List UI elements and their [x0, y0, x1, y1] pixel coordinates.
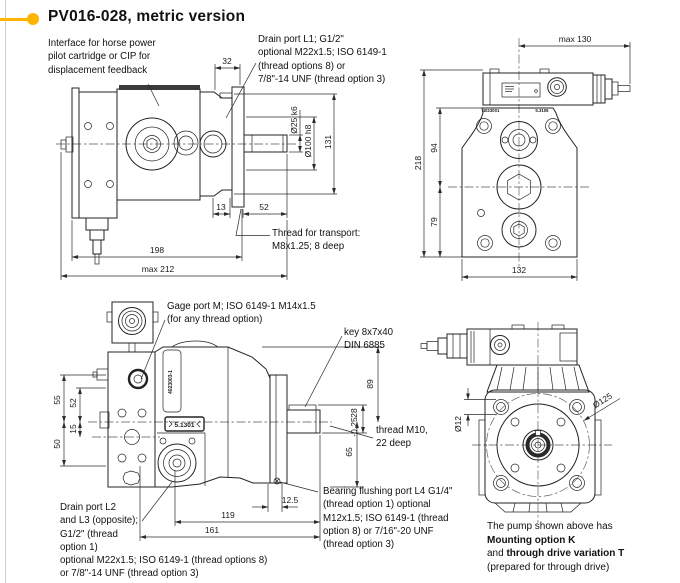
note-transport: Thread for transport: M8x1.25; 8 deep	[272, 228, 361, 253]
dim-65: 65	[344, 447, 354, 457]
caption-line4: (prepared for through drive)	[487, 561, 610, 573]
dim-max-212: max 212	[142, 264, 175, 274]
dim-119: 119	[221, 510, 235, 520]
accent-bullet-icon	[27, 13, 39, 25]
view-front: Ø125 Ø12	[420, 322, 621, 523]
dim-50: 50	[52, 439, 62, 449]
dim-max-130: max 130	[559, 34, 592, 44]
caption-line2: Mounting option K	[487, 534, 624, 548]
nameplate: 5.1301	[175, 422, 195, 429]
dim-d12: Ø12	[453, 416, 463, 432]
caption-and: and	[487, 548, 507, 559]
dim-79: 79	[429, 217, 439, 227]
dim-218: 218	[413, 156, 423, 170]
dim-15: 15	[68, 424, 78, 434]
caption-bold-through-drive: through drive variation T	[506, 548, 625, 559]
note-key: key 8x7x40 DIN 6885	[344, 327, 394, 352]
view-side-top: 32 Ø25 k6 Ø100 h8 131 13 52 198 max 212	[56, 56, 337, 280]
note-gage-port: Gage port M; ISO 6149-1 M14x1.5 (for any…	[167, 301, 316, 326]
dim-32: 32	[222, 56, 232, 66]
leader-key	[304, 335, 343, 408]
caption-line3: and through drive variation T	[487, 547, 624, 561]
dim-12-5: 12.5	[282, 495, 299, 505]
cast-tag: 4023003-1	[168, 370, 174, 394]
leader-drain-l1	[225, 62, 257, 119]
dim-13: 13	[216, 202, 226, 212]
leader-drain-l2	[141, 481, 173, 522]
leader-gage	[140, 319, 166, 380]
dim-28-tol: -0.25	[349, 417, 359, 437]
leader-thread-m10	[329, 425, 374, 439]
dim-198: 198	[150, 245, 164, 255]
note-interface: Interface for horse power pilot cartridg…	[48, 38, 156, 76]
dim-89: 89	[365, 379, 375, 389]
dim-d125: Ø125	[591, 391, 614, 411]
view-side-lower: 4023003-1 5.1301 55 50 52 15 28 -0.25 89…	[52, 301, 382, 541]
dim-94: 94	[429, 143, 439, 153]
dim-55: 55	[52, 395, 62, 405]
leader-bearing	[279, 481, 319, 493]
accent-line	[0, 18, 29, 21]
view-rear: 4023001 5.3106 max 130 218 94 79 132	[413, 34, 631, 281]
page-left-border	[5, 0, 6, 583]
pump-caption: The pump shown above has Mounting option…	[487, 520, 624, 574]
dim-131: 131	[323, 135, 333, 149]
dim-161: 161	[205, 525, 219, 535]
note-bearing-port: Bearing flushing port L4 G1/4" (thread o…	[323, 486, 453, 551]
caption-line1: The pump shown above has	[487, 521, 613, 532]
note-drain-l1: Drain port L1; G1/2" optional M22x1.5; I…	[258, 34, 387, 85]
caption-bold-mounting: Mounting option K	[487, 534, 576, 546]
leader-transport	[235, 208, 270, 236]
note-drain-l2: Drain port L2 and L3 (opposite); G1/2" (…	[60, 502, 268, 580]
dim-52b: 52	[68, 398, 78, 408]
dim-52: 52	[259, 202, 269, 212]
dim-shaft-dia: Ø25 k6	[289, 106, 299, 134]
tag-4023001: 4023001	[483, 108, 500, 113]
tag-5-3106: 5.3106	[535, 108, 549, 113]
note-thread-m10: thread M10, 22 deep	[376, 425, 428, 450]
page-title: PV016-028, metric version	[48, 8, 246, 25]
leader-interface	[147, 83, 160, 107]
dim-28: 28	[349, 408, 359, 418]
dim-pilot-dia: Ø100 h8	[303, 124, 313, 157]
dim-132: 132	[512, 265, 526, 275]
